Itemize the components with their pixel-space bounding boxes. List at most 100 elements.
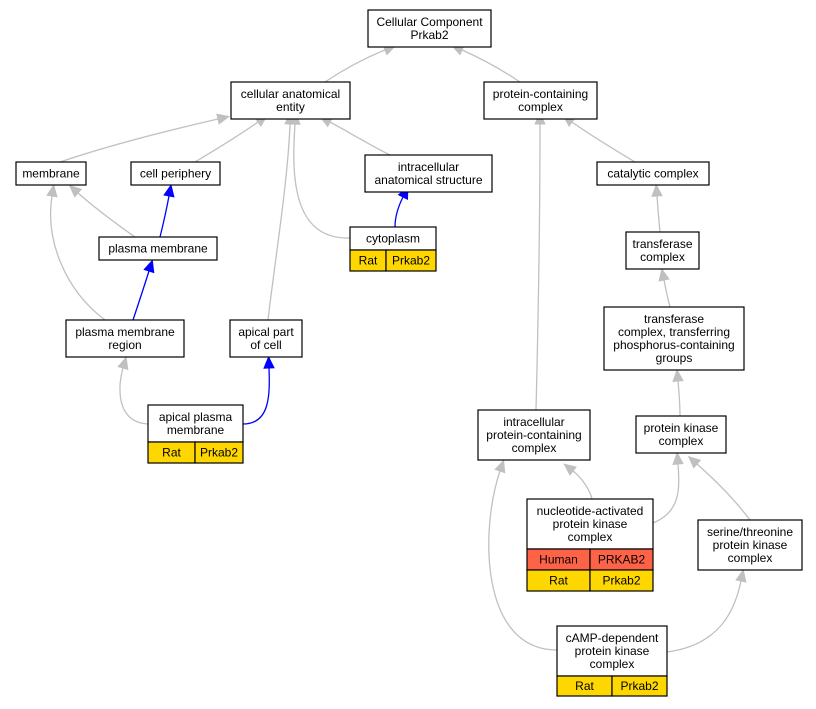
node-plasma-membrane[interactable]: plasma membrane	[98, 236, 218, 261]
gene-label: Prkab2	[200, 446, 238, 460]
node-label-line: entity	[276, 100, 305, 114]
node-box	[477, 409, 591, 461]
edge-line	[194, 121, 259, 163]
node-box	[229, 319, 303, 358]
edge-arrowhead	[46, 183, 58, 198]
edge-transferase_complex-to-catalytic_complex	[651, 183, 663, 233]
node-label-line: apical part	[238, 325, 294, 339]
species-label: Rat	[359, 254, 378, 268]
edge-line	[572, 470, 593, 500]
edge-line	[571, 121, 636, 163]
edge-plasma_membrane-to-membrane	[68, 184, 136, 238]
node-label-line: cAMP-dependent	[566, 631, 659, 645]
edge-line	[663, 279, 671, 308]
node-box	[556, 625, 668, 677]
edge-arrowhead	[687, 455, 702, 469]
node-label-line: membrane	[22, 167, 80, 181]
edge-arrowhead	[735, 569, 747, 583]
node-label-line: plasma membrane	[75, 325, 175, 339]
edge-arrowhead	[651, 183, 663, 197]
edge-serine_threonine_protein_kinase_complex-to-protein_kinase_complex	[687, 455, 751, 521]
node-box	[364, 154, 493, 193]
node-label-line: cellular anatomical	[241, 87, 340, 101]
species-label: Human	[539, 553, 578, 567]
node-label-line: complex, transferring	[618, 325, 730, 339]
edge-arrowhead	[117, 356, 129, 371]
edge-line	[50, 195, 106, 321]
edge-line	[267, 123, 291, 321]
node-label-line: groups	[656, 351, 693, 365]
gene-cell	[194, 441, 244, 464]
node-box	[130, 161, 221, 186]
edge-protein_containing_complex-to-cellular_component	[450, 44, 521, 83]
edge-line	[119, 367, 149, 425]
edge-plasma_membrane_region-to-membrane	[46, 183, 106, 321]
gene-label: PRKAB2	[598, 553, 646, 567]
edge-line	[59, 118, 219, 163]
annotation-row-human: Human PRKAB2	[526, 548, 654, 571]
edge-arrowhead	[672, 368, 684, 383]
edge-nucleotide_activated_protein_kinase_complex-to-intracellular_protein_containing_complex	[563, 463, 593, 500]
node-label-line: intracellular	[398, 160, 459, 174]
gene-label: Prkab2	[620, 679, 658, 693]
edge-transferase_complex_phospho-to-transferase_complex	[658, 268, 671, 308]
node-label-line: protein kinase	[575, 644, 650, 658]
node-label-line: region	[108, 338, 141, 352]
edge-line	[159, 195, 170, 238]
species-label: Rat	[162, 446, 181, 460]
node-label-line: complex	[518, 100, 563, 114]
edge-plasma_membrane-to-cell_periphery	[159, 184, 175, 238]
annotation-row-rat: Rat Prkab2	[147, 441, 244, 464]
node-label-line: serine/threonine	[707, 525, 793, 539]
edge-intracellular_anatomical_structure-to-cellular_anatomical_entity	[319, 116, 391, 156]
edge-cytoplasm-to-cellular_anatomical_entity	[289, 111, 351, 239]
edge-arrowhead	[216, 113, 230, 125]
node-catalytic-complex[interactable]: catalytic complex	[596, 161, 710, 186]
edge-arrowhead	[672, 451, 684, 465]
edge-line	[677, 380, 681, 417]
node-box	[15, 161, 87, 186]
node-box	[483, 81, 598, 120]
node-label-line: apical plasma	[159, 410, 233, 424]
node-label-line: protein kinase	[644, 421, 719, 435]
edges-layer	[46, 44, 751, 653]
edge-line	[666, 580, 742, 653]
node-label-line: complex	[568, 530, 613, 544]
node-label-line: complex	[640, 250, 685, 264]
node-label-line: anatomical structure	[374, 173, 482, 187]
gene-cell	[385, 249, 437, 272]
node-membrane[interactable]: membrane	[15, 161, 87, 186]
edge-arrowhead	[68, 184, 83, 198]
gene-cell	[611, 675, 668, 697]
node-label-line: complex	[512, 441, 557, 455]
edge-arrowhead	[163, 184, 175, 198]
node-label-line: protein-containing	[486, 428, 581, 442]
edge-camp_dependent_protein_kinase_complex-to-intracellular_protein_containing_complex	[488, 459, 558, 651]
edge-line	[394, 196, 404, 228]
edge-line	[132, 270, 150, 321]
node-label-line: plasma membrane	[108, 242, 208, 256]
node-cell-periphery[interactable]: cell periphery	[130, 161, 221, 186]
node-label-line: protein-containing	[493, 87, 588, 101]
node-label-line: Prkab2	[410, 28, 448, 42]
node-label-line: intracellular	[503, 415, 564, 429]
edge-apical_plasma_membrane-to-apical_part_of_cell	[242, 355, 275, 425]
